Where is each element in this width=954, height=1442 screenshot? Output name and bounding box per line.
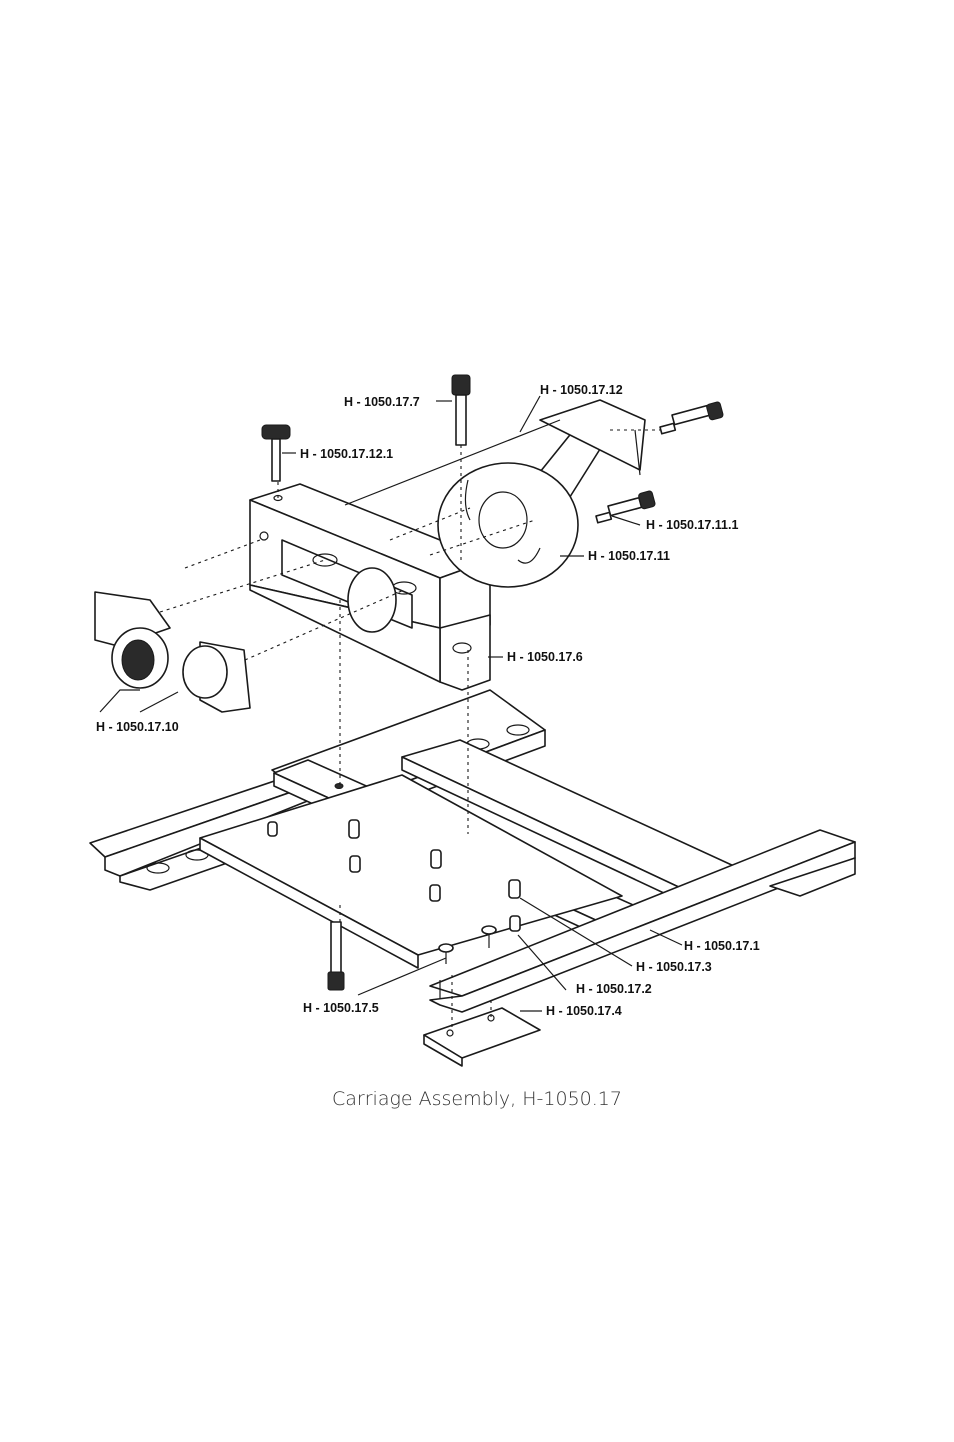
callout-h-1050-17-2: H - 1050.17.2 [576,982,652,996]
callouts: H - 1050.17.7 H - 1050.17.12 H - 1050.17… [96,383,760,1018]
callout-h-1050-17-1: H - 1050.17.1 [684,939,760,953]
locating-pins [267,819,521,932]
bracket [344,399,646,506]
callout-h-1050-17-6: H - 1050.17.6 [507,650,583,664]
base-frame [89,689,856,1013]
split-clamp [94,591,251,713]
callout-h-1050-17-5: H - 1050.17.5 [303,1001,379,1015]
callout-h-1050-17-12-1: H - 1050.17.12.1 [300,447,393,461]
clamp-plate [423,1007,541,1067]
figure-caption: Carriage Assembly, H-1050.17 [332,1088,622,1110]
callout-h-1050-17-3: H - 1050.17.3 [636,960,712,974]
thumb-screw [261,424,291,482]
flat-head-screws [438,925,497,964]
leader-lines [99,395,683,1012]
shoulder-screw-lower [595,490,656,524]
callout-h-1050-17-4: H - 1050.17.4 [546,1004,622,1018]
socket-cap-screw-upper [451,374,471,446]
projection-lines [159,429,660,1030]
callout-h-1050-17-10: H - 1050.17.10 [96,720,179,734]
callout-h-1050-17-12: H - 1050.17.12 [540,383,623,397]
callout-h-1050-17-11: H - 1050.17.11 [588,549,670,563]
shoulder-screw-upper [659,401,724,435]
callout-h-1050-17-7: H - 1050.17.7 [344,395,420,409]
socket-cap-screw-lower [327,921,345,991]
callout-h-1050-17-11-1: H - 1050.17.11.1 [646,518,738,532]
